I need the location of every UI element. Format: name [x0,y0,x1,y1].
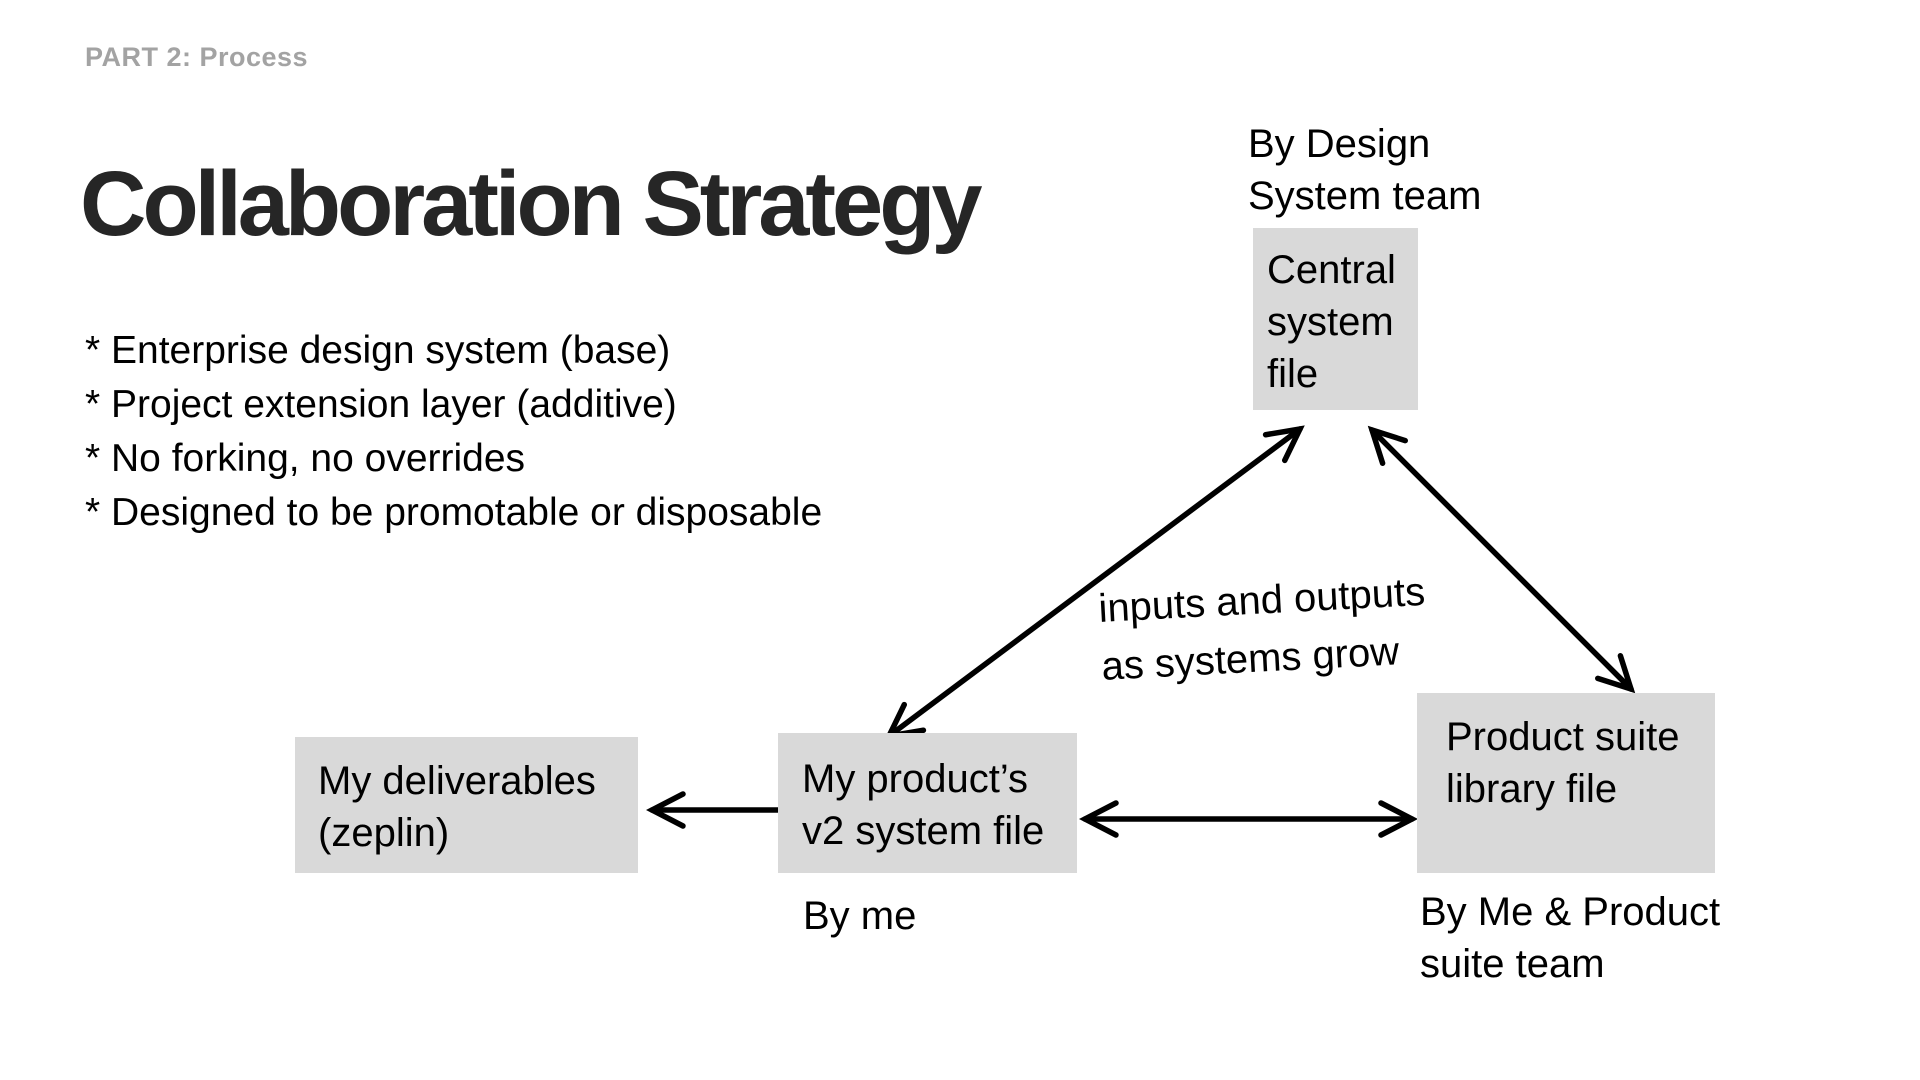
part-label: PART 2: Process [85,42,309,72]
node-product-suite-library-file: Product suite library file [1417,693,1715,873]
node-my-product-v2-system-file: My product’s v2 system file [778,733,1077,873]
node-central-system-file: Central system file [1253,228,1418,410]
bullet-item: * Enterprise design system (base) [85,329,671,372]
arrow-central-to-product-suite [1367,425,1636,694]
arrow-v2-to-central [884,425,1305,740]
annotation-product-suite-owner: By Me & Product suite team [1420,890,1721,986]
bullet-list: * Enterprise design system (base) * Proj… [85,324,822,540]
annotation-v2-owner: By me [803,894,917,938]
slide-title: Collaboration Strategy [80,153,983,255]
bullet-item: * No forking, no overrides [85,437,526,480]
node-my-deliverables: My deliverables (zeplin) [295,737,638,873]
edge-label-inputs-outputs: inputs and outputs as systems grow [1097,557,1532,695]
bullet-item: * Project extension layer (additive) [85,383,677,426]
bullet-item: * Designed to be promotable or disposabl… [85,491,823,534]
annotation-central-owner: By Design System team [1248,122,1482,218]
